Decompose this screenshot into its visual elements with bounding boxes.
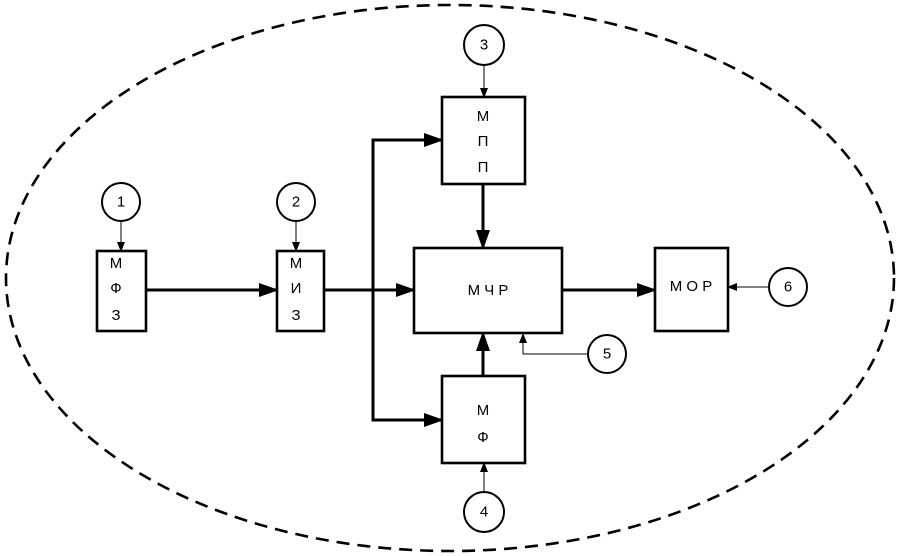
block-mfz-line-2: Ф bbox=[110, 280, 121, 297]
input-number-4: 4 bbox=[480, 504, 488, 521]
block-mf-line-1: М bbox=[477, 402, 490, 419]
input-arrow-5 bbox=[519, 333, 588, 355]
thick-connections bbox=[146, 133, 657, 427]
system-boundary bbox=[4, 3, 896, 553]
input-number-1: 1 bbox=[117, 194, 125, 211]
input-number-2: 2 bbox=[292, 194, 300, 211]
block-mfz-line-3: З bbox=[111, 307, 120, 324]
input-number-3: 3 bbox=[480, 37, 488, 54]
input-circle-6: 6 bbox=[768, 267, 808, 307]
thin-input-arrows bbox=[117, 65, 769, 492]
block-mor: М О Р bbox=[653, 246, 730, 333]
block-mf-line-2: Ф bbox=[477, 429, 488, 446]
block-miz-line-1: М bbox=[290, 255, 303, 272]
branch-to-mf bbox=[371, 290, 444, 427]
branch-to-mpp bbox=[371, 133, 444, 290]
input-circle-3: 3 bbox=[463, 24, 505, 66]
block-mchr-label: М Ч Р bbox=[468, 282, 509, 299]
input-circle-5: 5 bbox=[587, 334, 627, 374]
block-mf: М Ф bbox=[440, 374, 527, 465]
input-circle-1: 1 bbox=[101, 182, 141, 222]
block-mpp: М П П bbox=[440, 95, 527, 186]
block-mpp-line-3: П bbox=[478, 159, 489, 176]
input-circle-4: 4 bbox=[463, 491, 505, 533]
block-mfz-line-1: М bbox=[110, 255, 123, 272]
input-number-6: 6 bbox=[784, 279, 792, 296]
block-miz-line-2: И bbox=[291, 280, 302, 297]
block-mor-label: М О Р bbox=[670, 278, 713, 295]
block-miz-line-3: З bbox=[291, 307, 300, 324]
block-mfz: М Ф З bbox=[95, 249, 148, 333]
block-mchr: М Ч Р bbox=[412, 246, 564, 335]
block-mpp-line-1: М bbox=[477, 108, 490, 125]
input-circle-2: 2 bbox=[276, 182, 316, 222]
block-mpp-line-2: П bbox=[478, 133, 489, 150]
block-miz: М И З bbox=[275, 249, 326, 333]
input-number-5: 5 bbox=[603, 346, 611, 363]
